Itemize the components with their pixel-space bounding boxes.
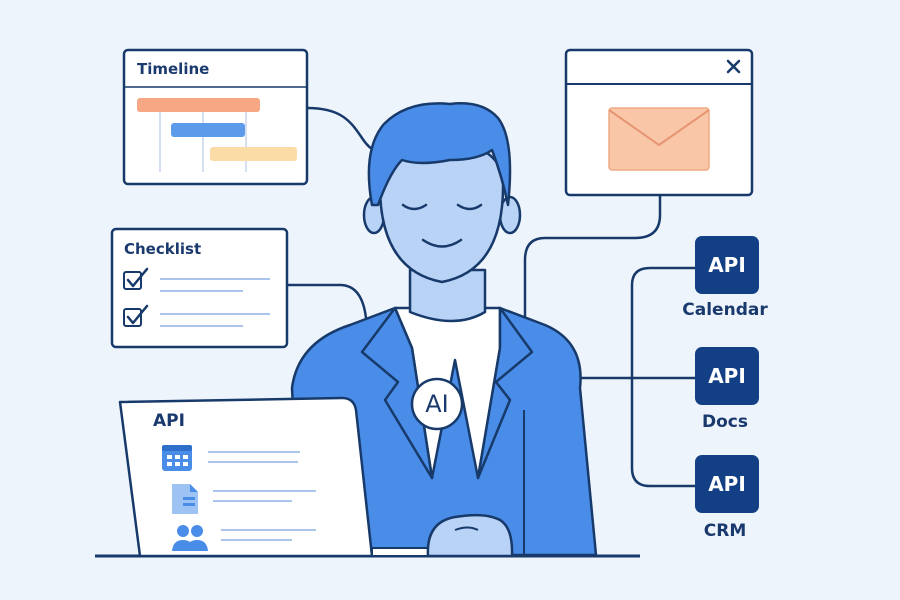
checkbox-icon [123, 267, 149, 290]
envelope-icon [608, 107, 710, 171]
lapel-left [360, 306, 434, 480]
person [290, 102, 598, 557]
users-icon [172, 525, 208, 551]
timeline-card [122, 48, 309, 186]
timeline-bar-blue [171, 123, 245, 137]
timeline-title: Timeline [137, 60, 210, 78]
connector-timeline [306, 106, 379, 152]
laptop-screen [118, 396, 374, 558]
smile [421, 238, 463, 248]
checklist-title: Checklist [124, 240, 202, 258]
connector-lines [287, 106, 695, 488]
checklist-card [110, 227, 289, 349]
connector-email [523, 195, 662, 322]
api-name-calendar: Calendar [682, 300, 768, 320]
api-badge-label: API [708, 472, 746, 496]
api-badges [695, 236, 759, 513]
connector-checklist [287, 283, 368, 319]
ai-badge-text: AI [425, 390, 449, 418]
eye-right [456, 203, 483, 211]
laptop-title: API [153, 411, 185, 431]
connector-api-crm [630, 378, 695, 488]
ai-badge [410, 377, 464, 431]
timeline-bar-yellow [210, 147, 297, 161]
api-badge-label: API [708, 364, 746, 388]
hair [367, 102, 512, 207]
calendar-icon [162, 445, 192, 471]
email-window [564, 48, 754, 197]
lapel-right [476, 306, 534, 480]
document-icon [172, 484, 198, 514]
connector-api-calendar [630, 266, 695, 378]
laptop-base [371, 547, 433, 557]
api-badge-calendar [695, 236, 759, 294]
laptop [95, 396, 640, 558]
api-badge-crm [695, 455, 759, 513]
api-name-docs: Docs [702, 412, 748, 432]
api-badge-docs [695, 347, 759, 405]
timeline-bar-orange [137, 98, 260, 112]
neck [408, 268, 487, 323]
api-badge-label: API [708, 253, 746, 277]
hand [426, 513, 514, 558]
close-icon[interactable] [726, 59, 741, 74]
checkbox-icon [123, 304, 149, 327]
api-name-crm: CRM [703, 521, 747, 541]
eye-left [401, 203, 428, 211]
